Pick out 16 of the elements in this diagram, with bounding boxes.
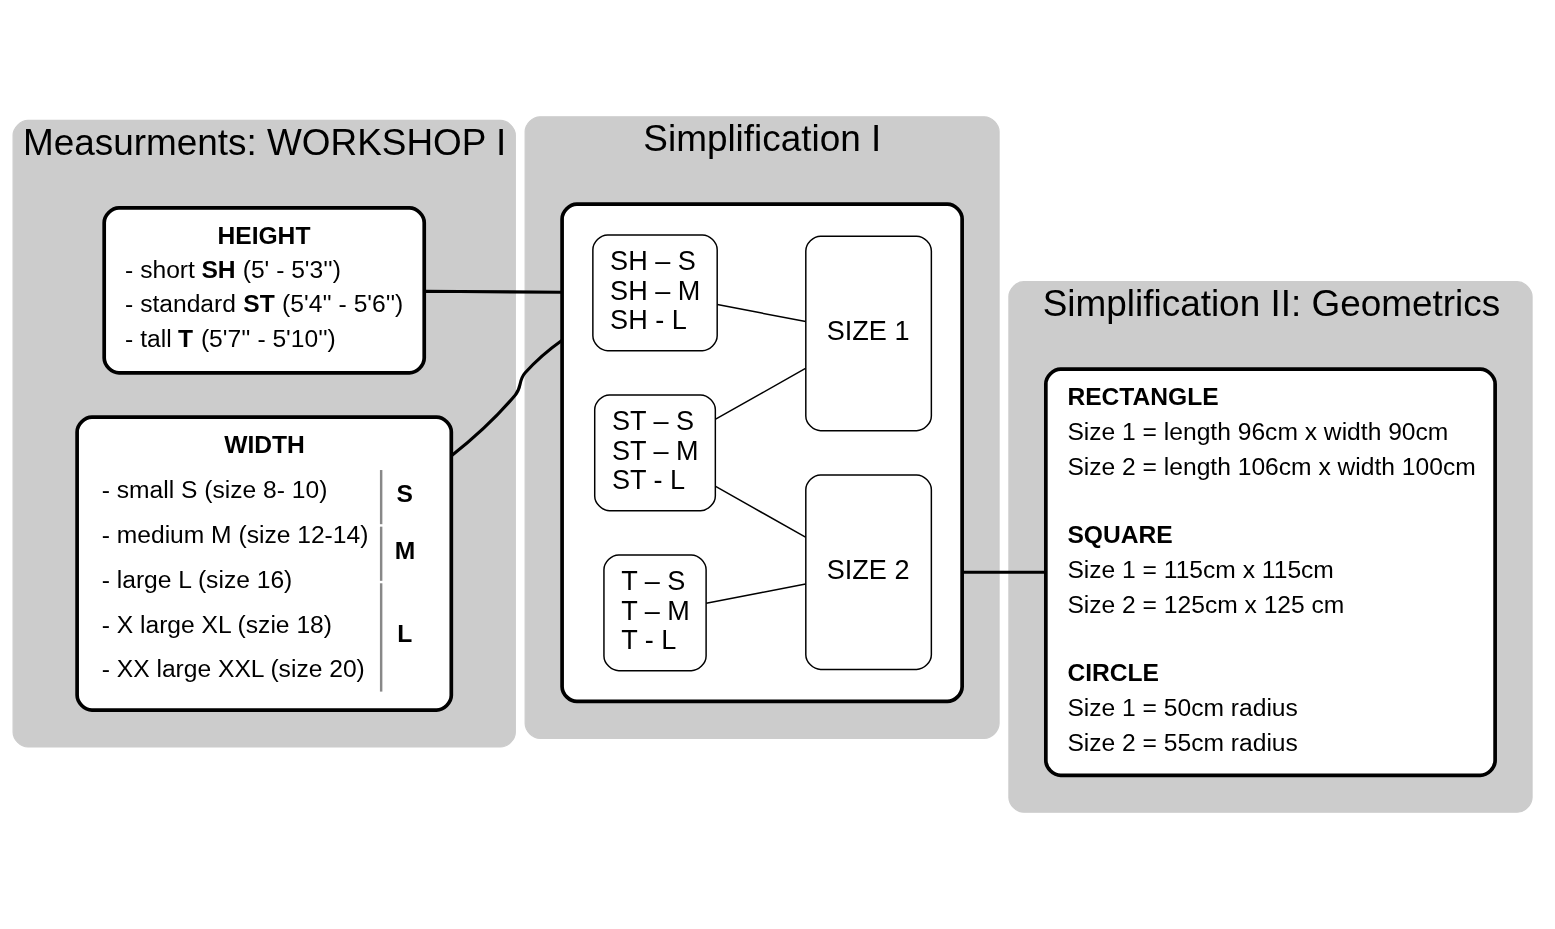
node-box: SIZE 2 (805, 474, 933, 671)
connector (714, 485, 807, 538)
connector (962, 570, 1046, 574)
connector (714, 367, 807, 420)
connector (424, 289, 563, 294)
node-box: T – S T – M T - L (603, 554, 707, 672)
connector (450, 338, 563, 457)
node-box: SH – S SH – M SH - L (592, 234, 718, 352)
connector (716, 303, 807, 323)
node-box: SIZE 1 (805, 235, 933, 432)
connector (705, 583, 807, 604)
cluster (560, 202, 964, 704)
node-box: HEIGHT - short SH (5' - 5'3'') - standard ST (5'4'' - 5'6'') - tall T (5'7'' - 5'10'') (102, 206, 427, 375)
node-box: RECTANGLE Size 1 = length 96cm x width 90cm Size 2 = length 106cm x width 100cm SQUARE Size 1 = 115cm x 115cm Size 2 = 125cm x 125 cm CIRCLE Size 1 = 50cm radius Size 2 = 55cm radius (1044, 367, 1497, 778)
node-box: ST – S ST – M ST - L (593, 394, 717, 512)
node-box: WIDTH - small S (size 8- 10) - medium M (size 12-14) - large L (size 16) - X large XL (szie 18) - XX large XXL (size 20) S M L (75, 415, 454, 712)
